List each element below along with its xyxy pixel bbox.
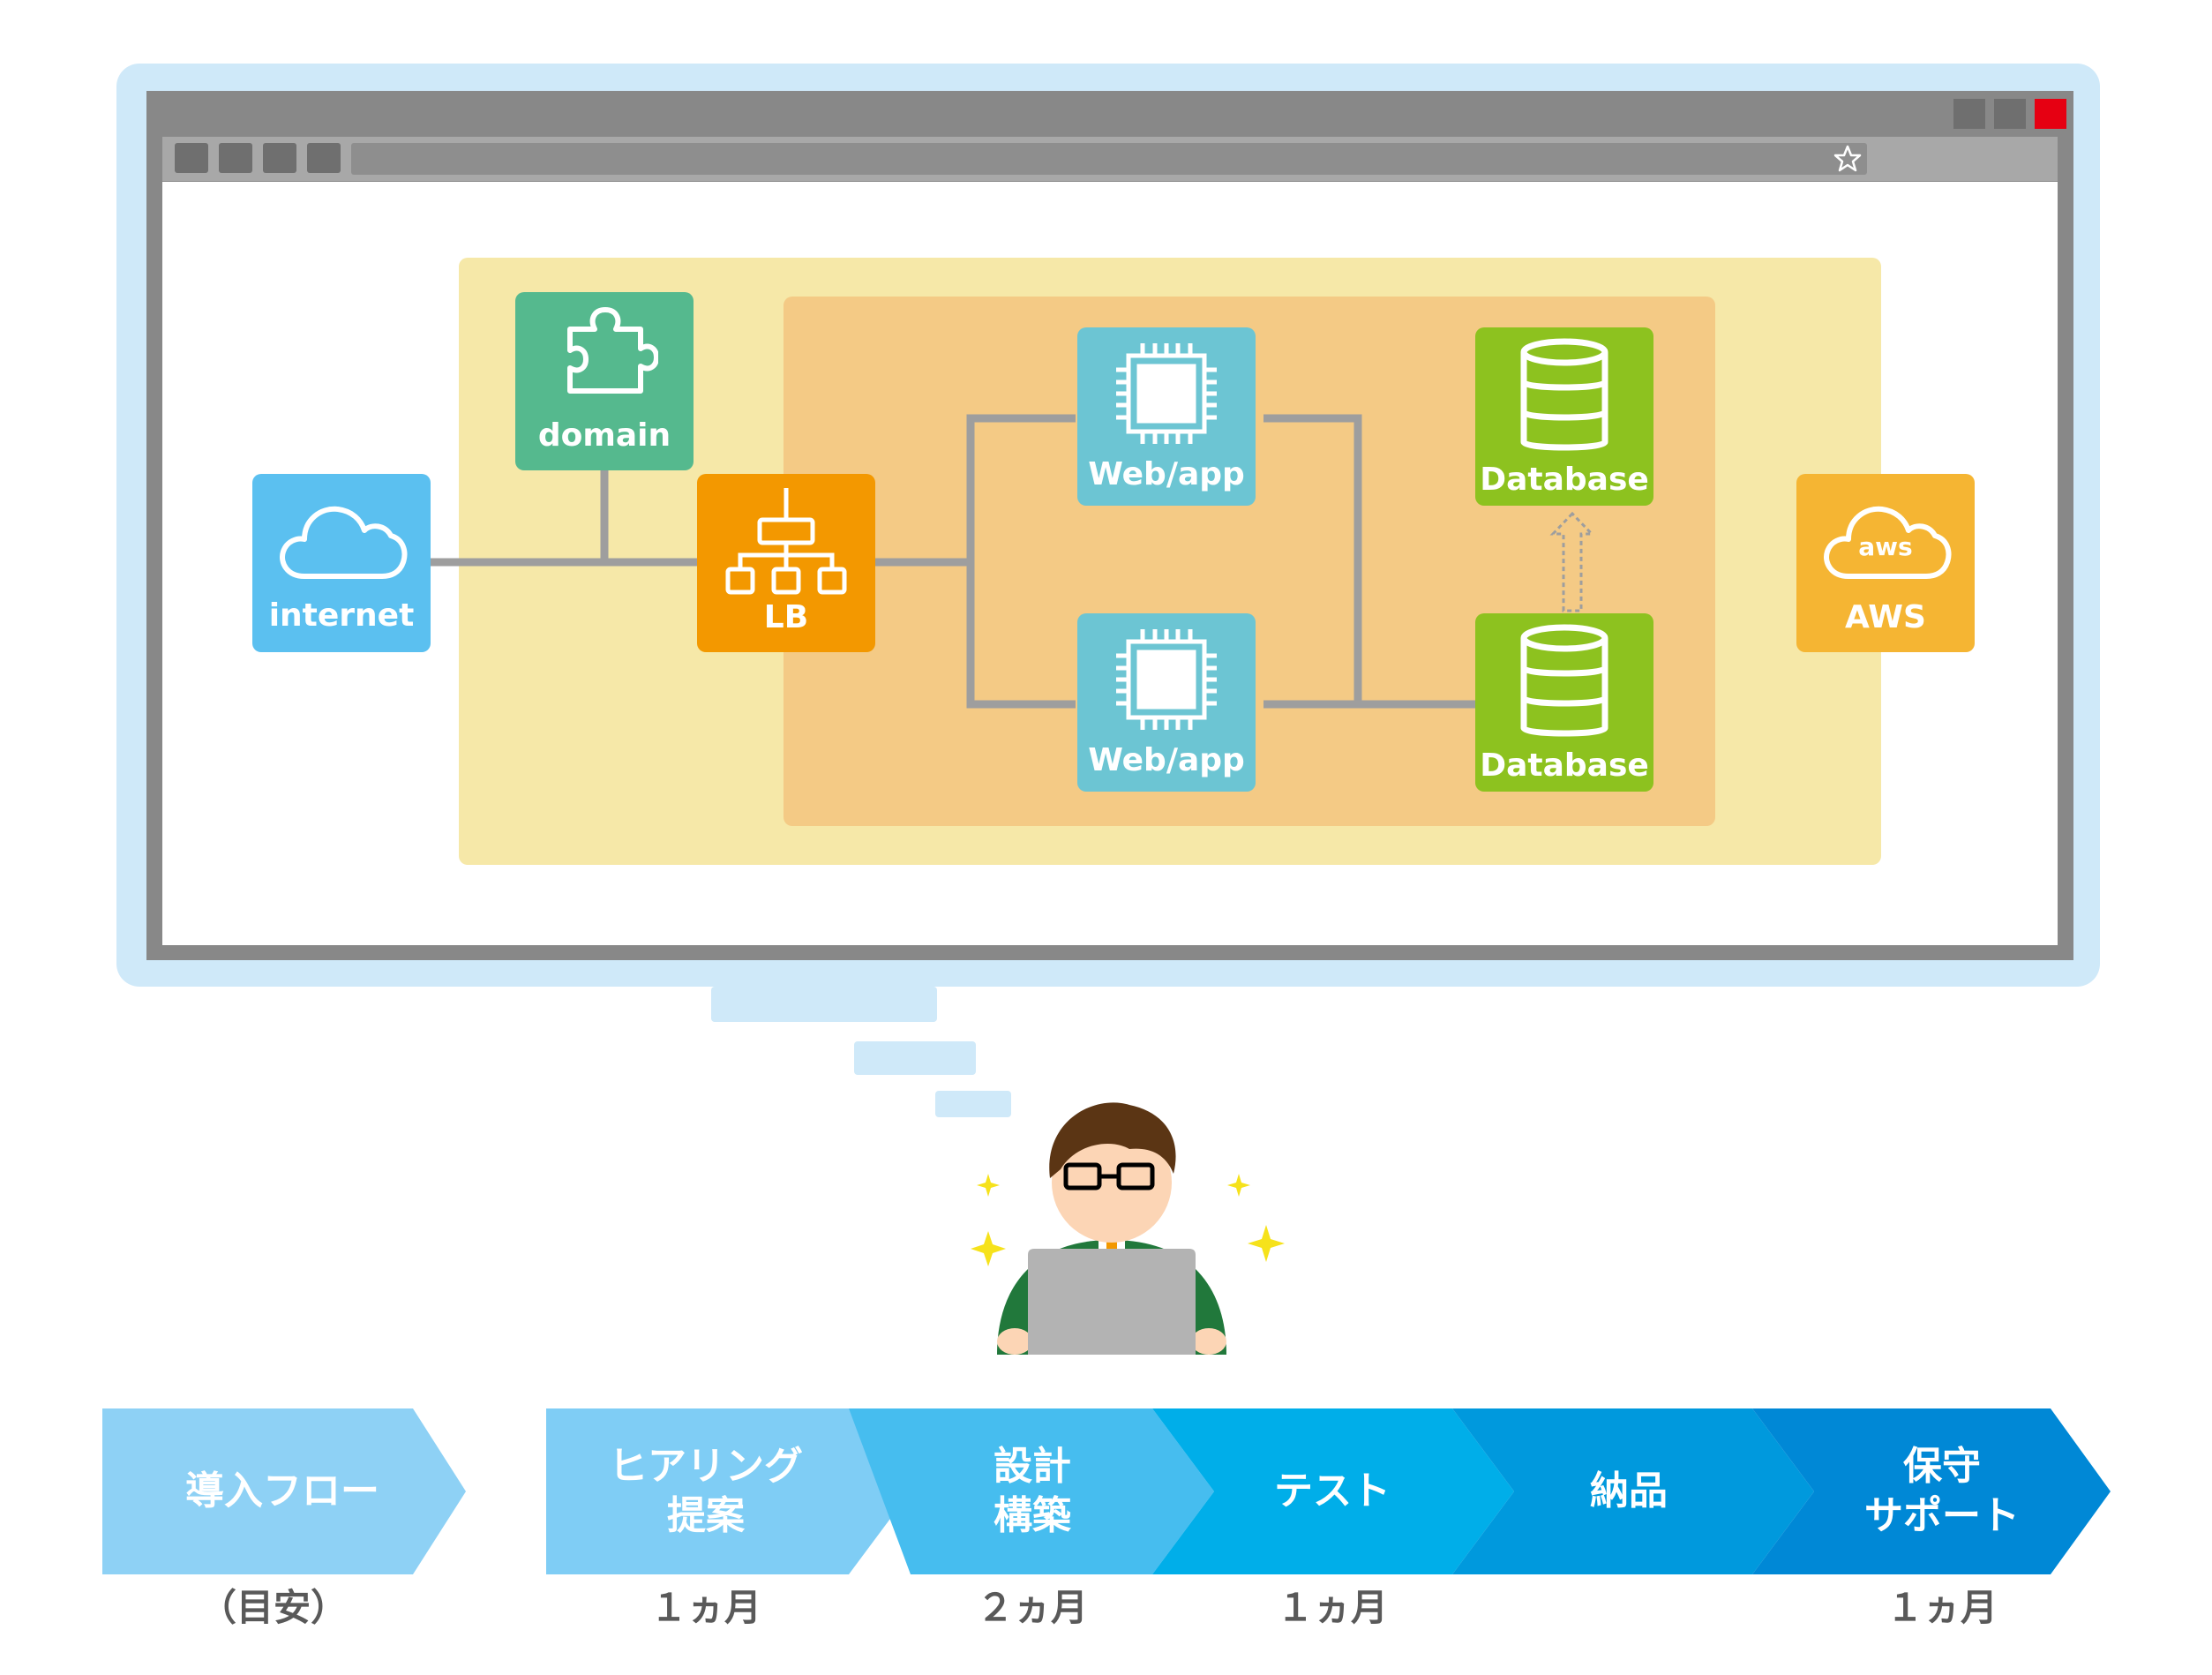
flow-chevrons <box>102 1408 2111 1574</box>
web-app-label-2: Web/app <box>1088 742 1245 778</box>
step-support-label: 保守 サポート <box>1864 1444 2020 1538</box>
internet-node: internet <box>252 474 431 652</box>
database-icon <box>1520 624 1608 737</box>
domain-label: domain <box>537 417 671 454</box>
web-app-label-1: Web/app <box>1088 456 1245 492</box>
database-node-1: Database <box>1475 327 1653 506</box>
thought-bubble-medium <box>854 1041 976 1075</box>
web-app-node-2: Web/app <box>1077 613 1256 792</box>
replication-arrow-icon <box>1549 511 1595 612</box>
step-test-label: テスト <box>1274 1468 1391 1514</box>
home-button[interactable] <box>307 143 341 173</box>
lb-label: LB <box>763 599 809 635</box>
aws-cloud-icon <box>1824 506 1952 579</box>
reload-button[interactable] <box>263 143 296 173</box>
step-hearing-label: ヒアリング 提案 <box>609 1444 803 1538</box>
cloud-icon <box>280 506 408 579</box>
minimize-button[interactable] <box>1953 99 1985 129</box>
aws-icon-text: aws <box>1858 532 1913 561</box>
line-split-web <box>966 414 1076 709</box>
database-label-1: Database <box>1480 462 1649 498</box>
step-support-duration: １ヵ月 <box>1886 1586 1998 1629</box>
flow-title: 導入フロー <box>185 1468 379 1514</box>
forward-button[interactable] <box>219 143 252 173</box>
cpu-chip-icon <box>1116 629 1217 730</box>
domain-node: domain <box>515 292 694 470</box>
flow-step-hearing <box>546 1408 911 1574</box>
internet-label: internet <box>268 597 415 634</box>
cpu-chip-icon <box>1116 343 1217 444</box>
address-bar[interactable] <box>351 143 1867 175</box>
back-button[interactable] <box>175 143 208 173</box>
flow-title-sub: （目安） <box>199 1586 348 1629</box>
web-app-node-1: Web/app <box>1077 327 1256 506</box>
maximize-button[interactable] <box>1994 99 2026 129</box>
flow-step-support <box>1752 1408 2111 1574</box>
aws-node: aws AWS <box>1796 474 1975 652</box>
bookmark-star-icon[interactable] <box>1832 143 1863 175</box>
puzzle-piece-icon <box>567 307 658 394</box>
laptop-icon <box>1028 1249 1196 1355</box>
thought-bubble-large <box>711 987 937 1022</box>
database-icon <box>1520 338 1608 451</box>
flow-title-chevron <box>102 1408 466 1574</box>
lb-node: LB <box>697 474 875 652</box>
step-delivery-label: 納品 <box>1590 1468 1668 1514</box>
step-design-duration: ２ヵ月 <box>976 1586 1088 1629</box>
aws-label: AWS <box>1845 599 1926 635</box>
flow-step-design <box>849 1408 1214 1574</box>
database-node-2: Database <box>1475 613 1653 792</box>
step-hearing-duration: １ヵ月 <box>649 1586 761 1629</box>
step-design-label: 設計 構築 <box>994 1444 1071 1538</box>
close-button[interactable] <box>2035 99 2066 129</box>
sparkle-icon <box>971 1174 1285 1266</box>
flow-step-delivery <box>1452 1408 1814 1574</box>
thought-bubble-small <box>935 1091 1011 1117</box>
line-web1-join <box>1263 414 1362 704</box>
step-test-duration: １ヵ月 <box>1276 1586 1388 1629</box>
database-label-2: Database <box>1480 747 1649 784</box>
flow-step-test <box>1152 1408 1514 1574</box>
hierarchy-icon <box>725 488 847 595</box>
engineer-illustration <box>971 1102 1285 1355</box>
